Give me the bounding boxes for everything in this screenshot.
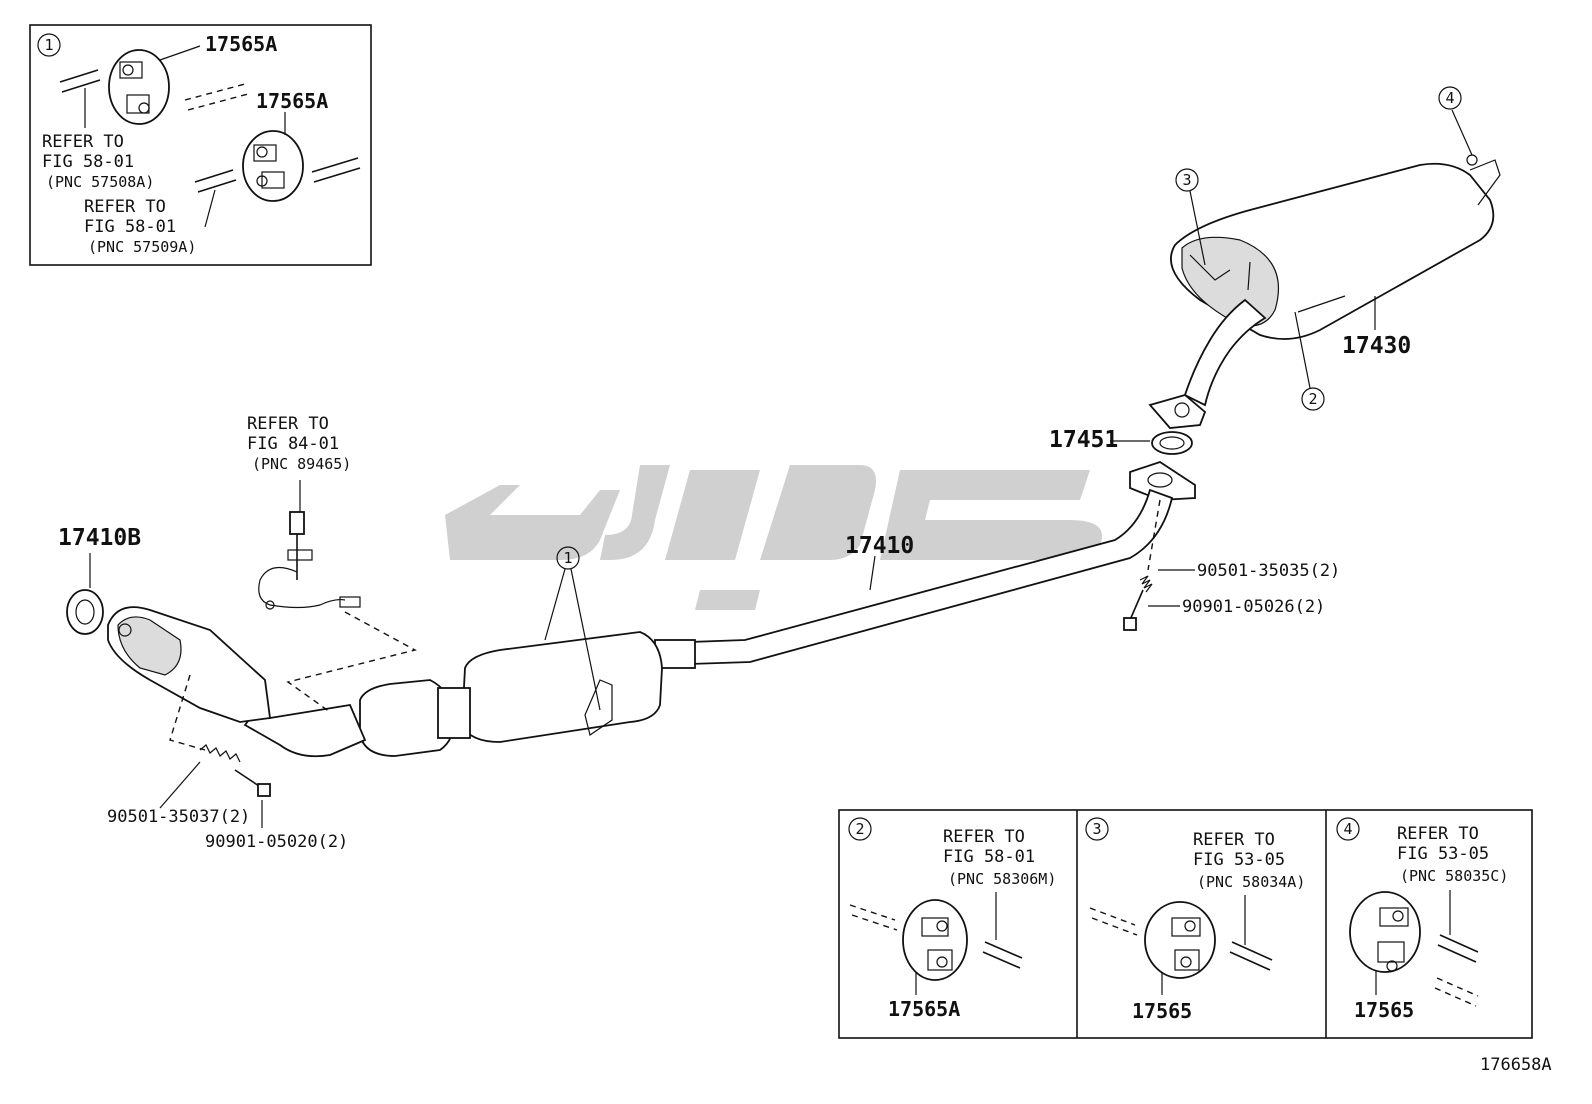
part-90901-05026: 90901-05026(2) — [1182, 597, 1325, 617]
part-17565A-bottom: 17565A — [256, 89, 328, 113]
part-17430: 17430 — [1342, 333, 1411, 359]
inset2-part: 17565A — [888, 997, 960, 1021]
bolt-90901-05020 — [234, 769, 271, 797]
callout-2: 2 — [1308, 390, 1317, 408]
hanger-17565-inset3 — [1144, 901, 1216, 979]
inset4-ref-line1: REFER TO — [1397, 824, 1479, 844]
gasket-17451 — [1151, 431, 1193, 455]
part-17410B: 17410B — [58, 525, 141, 551]
callout-circle-2 — [1301, 387, 1325, 411]
spring-90501-35035 — [1139, 575, 1153, 593]
callout-4: 4 — [1445, 89, 1454, 107]
callout-circle-1 — [37, 33, 61, 57]
inset3-ref-line1: REFER TO — [1193, 830, 1275, 850]
figure-id: 176658A — [1480, 1055, 1552, 1075]
callout-circle-1-main — [556, 546, 580, 570]
sensor-ref-line3: (PNC 89465) — [252, 455, 351, 473]
hanger-17565A-bottom — [194, 130, 361, 202]
inset4-ref-line2: FIG 53-05 — [1397, 844, 1489, 864]
inset3-ref-line3: (PNC 58034A) — [1197, 873, 1305, 891]
inset1-ref-b-line2: FIG 58-01 — [84, 217, 176, 237]
inset1-ref-a-line1: REFER TO — [42, 132, 124, 152]
inset4-ref-line3: (PNC 58035C) — [1400, 867, 1508, 885]
part-90901-05020: 90901-05020(2) — [205, 832, 348, 852]
part-90501-35037: 90501-35037(2) — [107, 807, 250, 827]
inset-2: 2 REFER TO FIG 58-01 (PNC 58306M) 17565A — [848, 817, 1056, 1021]
inset4-part: 17565 — [1354, 998, 1414, 1022]
inset1-ref-b-line1: REFER TO — [84, 197, 166, 217]
inset-1-number: 1 — [44, 36, 53, 54]
inset3-part: 17565 — [1132, 999, 1192, 1023]
inset2-ref-line3: (PNC 58306M) — [948, 870, 1056, 888]
inset1-ref-a-line2: FIG 58-01 — [42, 152, 134, 172]
hanger-17565-inset4 — [1349, 891, 1421, 973]
inset3-ref-line2: FIG 53-05 — [1193, 850, 1285, 870]
inset-1-box: 1 17565A REFER TO FIG 58-01 (PNC 57508A) — [29, 24, 372, 266]
callout-1: 1 — [563, 549, 572, 567]
callout-circle-4 — [1438, 86, 1462, 110]
inset2-ref-line2: FIG 58-01 — [943, 847, 1035, 867]
callout-circle-3 — [1175, 168, 1199, 192]
sensor-ref-line1: REFER TO — [247, 414, 329, 434]
part-17410: 17410 — [845, 533, 914, 559]
exhaust-pipe-17410 — [107, 461, 1196, 758]
inset1-ref-a-line3: (PNC 57508A) — [46, 173, 154, 191]
inset-3: 3 REFER TO FIG 53-05 (PNC 58034A) 17565 — [1085, 817, 1305, 1023]
part-17565A-top: 17565A — [205, 32, 277, 56]
inset-panel-2-3-4 — [838, 809, 1533, 1039]
inset1-ref-b-line3: (PNC 57509A) — [88, 238, 196, 256]
callout-3: 3 — [1182, 171, 1191, 189]
inset-4-number: 4 — [1343, 820, 1352, 838]
inset-3-number: 3 — [1092, 820, 1101, 838]
oxygen-sensor — [258, 480, 417, 713]
inset-2-number: 2 — [855, 820, 864, 838]
part-90501-35035: 90501-35035(2) — [1197, 561, 1340, 581]
watermark-logo — [445, 465, 1102, 610]
muffler-17430 — [1148, 154, 1501, 429]
gasket-17410B — [66, 589, 104, 635]
inset2-ref-line1: REFER TO — [943, 827, 1025, 847]
hanger-17565A-top — [59, 49, 249, 125]
bolt-90901-05026 — [1123, 589, 1144, 631]
inset-4: 4 REFER TO FIG 53-05 (PNC 58035C) 17565 — [1336, 817, 1508, 1022]
part-17451: 17451 — [1049, 427, 1118, 453]
sensor-ref-line2: FIG 84-01 — [247, 434, 339, 454]
spring-90501-35037 — [199, 744, 241, 763]
hanger-17565A-inset2 — [902, 899, 968, 981]
